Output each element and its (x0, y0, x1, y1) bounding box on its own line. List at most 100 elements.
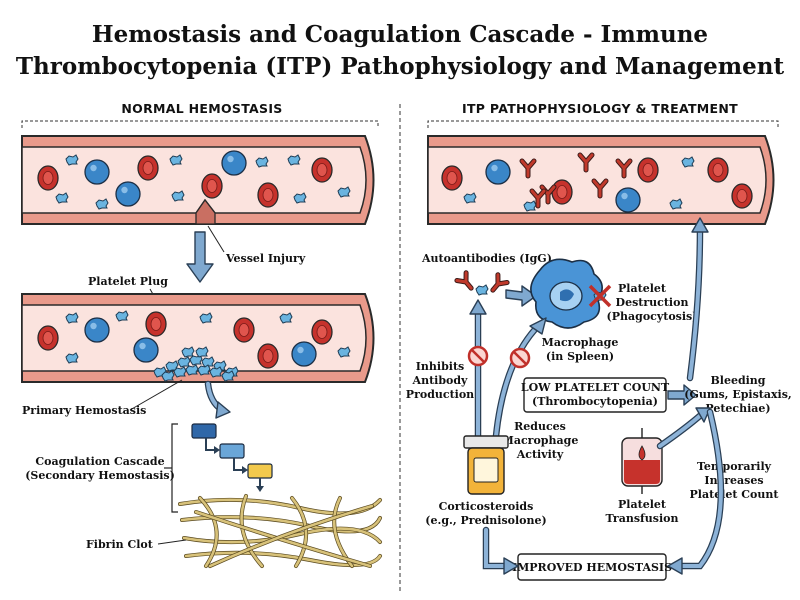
coagulation-cascade-steps (191, 423, 273, 492)
diagonal-arrow-icon (695, 407, 711, 423)
red-blood-cell-icon (257, 182, 279, 208)
red-blood-cell-icon (707, 157, 729, 183)
label-bleeding-2: (Gums, Epistaxis, (684, 388, 792, 401)
red-blood-cell-icon (257, 343, 279, 369)
red-blood-cell-icon (731, 183, 753, 209)
left-arrow-icon (667, 557, 683, 575)
platelet-icon (523, 200, 537, 212)
label-transfusion-2: Transfusion (606, 512, 679, 525)
section-bracket-left (21, 120, 379, 128)
section-header-left: NORMAL HEMOSTASIS (121, 101, 282, 116)
platelet-icon (95, 198, 109, 210)
label-transfusion-1: Platelet (618, 498, 667, 511)
leader-fibrin-clot (157, 539, 187, 545)
label-coag-cascade-1: Coagulation Cascade (35, 455, 164, 468)
blood-vessel-icon (21, 135, 375, 225)
white-blood-cell-icon (221, 150, 247, 176)
platelet-icon (65, 154, 79, 166)
platelet-icon (171, 190, 185, 202)
label-bleeding-1: Bleeding (710, 374, 765, 387)
red-blood-cell-icon (233, 317, 255, 343)
white-blood-cell-icon (485, 159, 511, 185)
platelet-icon (337, 346, 351, 358)
label-vessel-injury: Vessel Injury (225, 252, 306, 265)
label-autoantibodies: Autoantibodies (IgG) (421, 252, 552, 265)
label-inhibits-1: Inhibits (416, 360, 464, 373)
label-temp-2: Increases (704, 474, 763, 487)
platelet-icon (287, 154, 301, 166)
cascade-step-2 (219, 443, 245, 459)
up-arrow-icon (691, 217, 709, 233)
label-coag-cascade-2: (Secondary Hemostasis) (25, 469, 175, 482)
prohibition-icon (509, 347, 531, 369)
label-cortico-2: (e.g., Prednisolone) (425, 514, 546, 527)
red-blood-cell-icon (37, 325, 59, 351)
title-line-2: Thrombocytopenia (ITP) Pathophysiology a… (16, 53, 785, 80)
label-fibrin-clot: Fibrin Clot (86, 538, 154, 551)
red-blood-cell-icon (137, 155, 159, 181)
platelet-icon (65, 312, 79, 324)
blood-bag-icon (621, 428, 663, 494)
label-low-count-2: (Thrombocytopenia) (532, 395, 658, 408)
label-macrophage-1: Macrophage (542, 336, 619, 349)
label-temp-3: Platelet Count (690, 488, 780, 501)
label-inhibits-3: Production (406, 388, 474, 401)
red-blood-cell-icon (37, 165, 59, 191)
platelet-icon (169, 154, 183, 166)
blood-vessel-icon (21, 293, 375, 383)
right-arrow-icon (503, 557, 519, 575)
title-line-1: Hemostasis and Coagulation Cascade - Imm… (92, 21, 708, 48)
label-cortico-1: Corticosteroids (439, 500, 534, 513)
white-blood-cell-icon (115, 181, 141, 207)
section-bracket-right (427, 120, 779, 128)
platelet-icon (669, 198, 683, 210)
platelet-icon (463, 192, 477, 204)
destroyed-platelet-icon (588, 284, 612, 308)
label-destruction-3: (Phagocytosis) (607, 310, 698, 323)
white-blood-cell-icon (133, 337, 159, 363)
prohibition-icon (467, 345, 489, 367)
right-arrow-icon (505, 285, 537, 307)
platelet-icon (255, 156, 269, 168)
label-inhibits-2: Antibody (412, 374, 469, 387)
white-blood-cell-icon (84, 159, 110, 185)
cascade-step-3 (247, 463, 273, 479)
platelet-icon (199, 312, 213, 324)
cascade-step-1 (191, 423, 217, 439)
label-destruction-1: Platelet (618, 282, 667, 295)
label-bleeding-3: Petechiae) (705, 402, 770, 415)
white-blood-cell-icon (291, 341, 317, 367)
leader-vessel-injury (207, 225, 225, 253)
up-arrow-icon (469, 299, 487, 315)
label-low-count-1: LOW PLATELET COUNT (521, 381, 670, 394)
red-blood-cell-icon (201, 173, 223, 199)
low-platelet-count-box (523, 377, 667, 413)
label-reduces-3: Activity (516, 448, 564, 461)
diagonal-arrow-icon (529, 317, 547, 335)
improved-hemostasis-box (517, 553, 667, 581)
right-arrow-icon (667, 384, 697, 406)
label-macrophage-2: (in Spleen) (546, 350, 614, 363)
macrophage-icon (530, 258, 603, 329)
white-blood-cell-icon (84, 317, 110, 343)
pill-bottle-icon (463, 435, 509, 495)
platelet-icon (337, 186, 351, 198)
label-temp-1: Temporarily (697, 460, 772, 473)
label-reduces-1: Reduces (514, 420, 566, 433)
label-improved: IMPROVED HEMOSTASIS (512, 561, 672, 574)
platelet-icon (55, 192, 69, 204)
red-blood-cell-icon (441, 165, 463, 191)
label-destruction-2: Destruction (616, 296, 689, 309)
cascade-bracket (171, 423, 178, 513)
platelet-icon (279, 312, 293, 324)
label-primary-hemostasis: Primary Hemostasis (22, 404, 146, 417)
leader-primary-hemostasis (129, 379, 183, 411)
antibody-bound-platelet (457, 273, 507, 295)
section-header-right: ITP PATHOPHYSIOLOGY & TREATMENT (462, 101, 738, 116)
platelet-icon (293, 192, 307, 204)
label-reduces-2: Macrophage (502, 434, 579, 447)
label-platelet-plug: Platelet Plug (88, 275, 168, 288)
red-blood-cell-icon (637, 157, 659, 183)
fibrin-mesh-icon (178, 494, 382, 568)
